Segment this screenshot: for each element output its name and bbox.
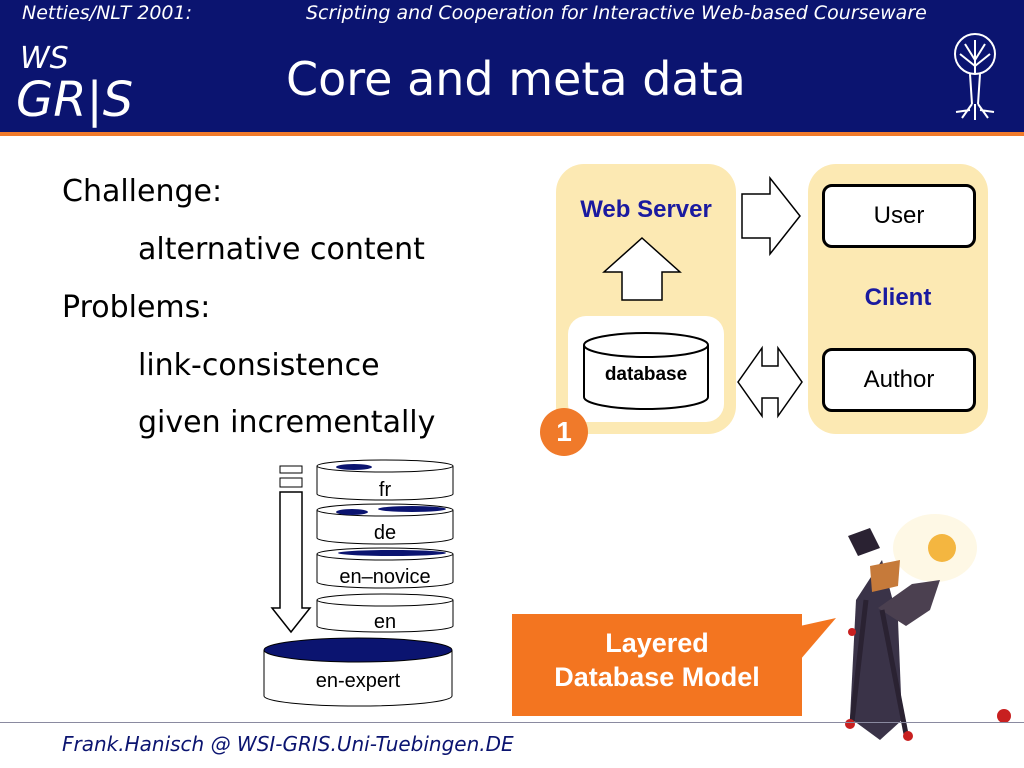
layer-label-en-novice: en–novice — [339, 566, 431, 588]
layer-label-de: de — [373, 522, 397, 544]
header-divider — [0, 132, 1024, 136]
bullet-challenge: Challenge: — [62, 174, 223, 209]
layered-database-callout: Layered Database Model — [512, 614, 802, 716]
user-box: User — [822, 184, 976, 248]
footer-divider — [0, 722, 1024, 723]
wizard-mascot-icon — [845, 514, 1011, 741]
bullet-problems: Problems: — [62, 290, 211, 325]
footer-author: Frank.Hanisch @ WSI-GRIS.Uni-Tuebingen.D… — [62, 732, 514, 756]
step-badge: 1 — [540, 408, 588, 456]
logo-text-bottom: GR|S — [16, 72, 133, 128]
client-label: Client — [864, 284, 932, 311]
bullet-alternative-content: alternative content — [138, 232, 425, 267]
slide-subtitle: Scripting and Cooperation for Interactiv… — [306, 2, 927, 24]
database-label: database — [604, 364, 688, 385]
right-arrow-icon — [741, 175, 801, 257]
slide-title: Core and meta data — [286, 52, 746, 106]
bullet-link-consistence: link-consistence — [138, 348, 380, 383]
author-box: Author — [822, 348, 976, 412]
callout-line-1: Layered — [605, 628, 709, 658]
conference-label: Netties/NLT 2001: — [22, 2, 192, 24]
layer-label-fr: fr — [378, 479, 392, 501]
logo-text-top: WS — [20, 41, 69, 76]
header-bar — [0, 0, 1024, 132]
down-arrow-icon — [270, 491, 312, 634]
callout-pointer — [800, 618, 836, 660]
bullet-given-incrementally: given incrementally — [138, 405, 436, 440]
layer-label-en: en — [373, 611, 397, 633]
layer-stack — [263, 459, 454, 707]
tree-icon — [954, 33, 996, 120]
wsigris-logo: WS GR|S — [16, 41, 133, 128]
database-cylinder-icon — [583, 332, 709, 410]
up-arrow-icon — [602, 236, 682, 301]
layer-label-en-expert: en-expert — [315, 670, 401, 692]
bidirectional-arrow-icon — [737, 345, 803, 419]
callout-line-2: Database Model — [554, 662, 760, 692]
web-server-label: Web Server — [580, 196, 712, 223]
